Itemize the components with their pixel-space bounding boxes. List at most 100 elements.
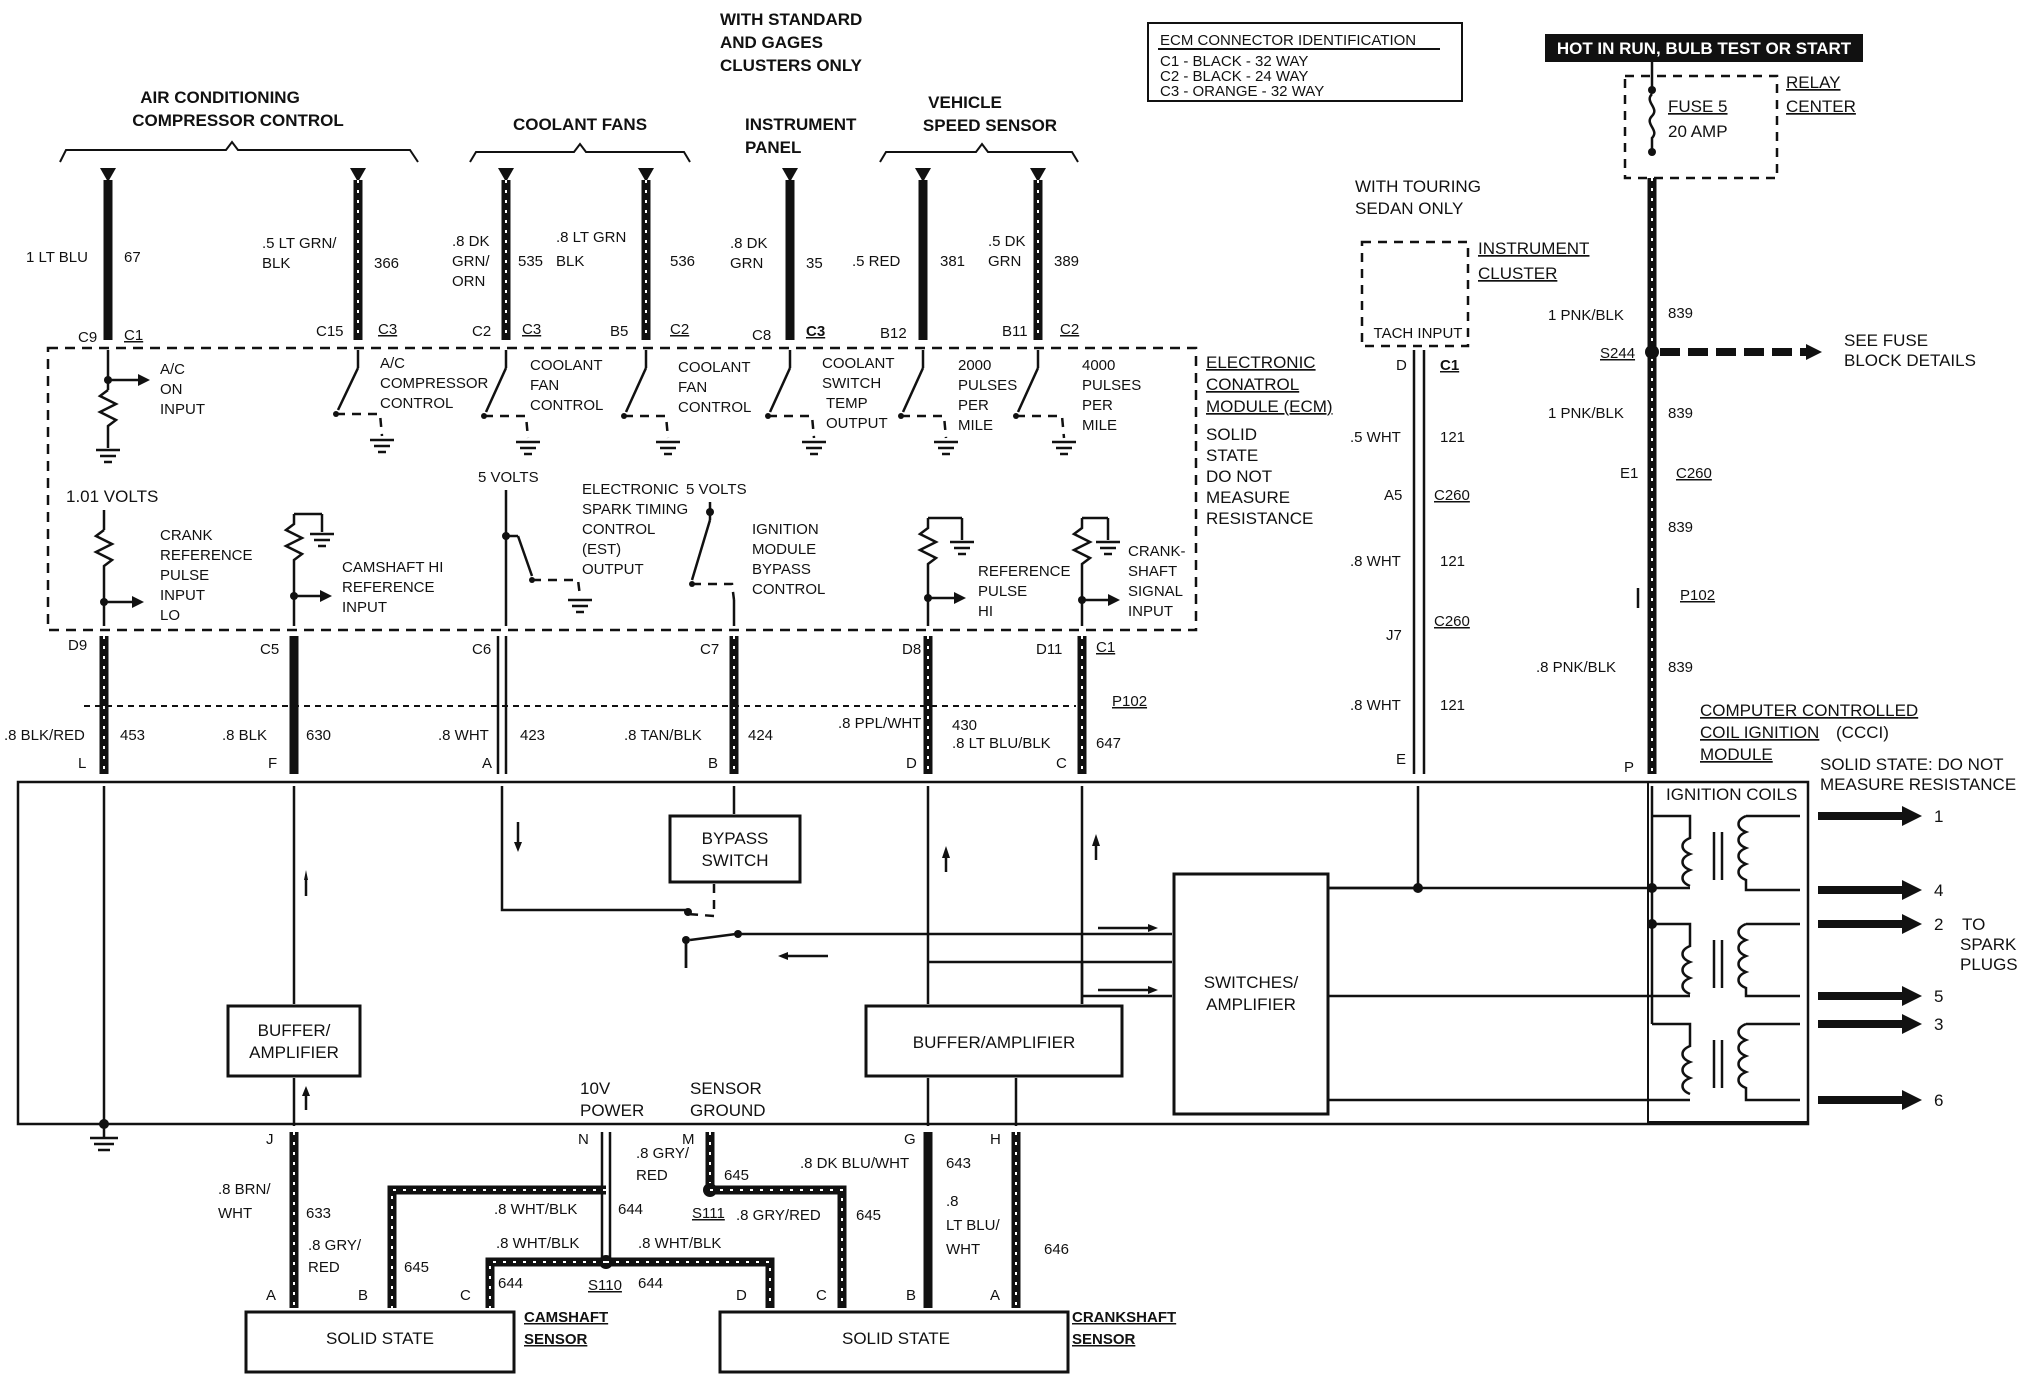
output-3: 3: [1934, 1015, 1943, 1034]
ecm-name-line2: CONATROL: [1206, 375, 1299, 394]
wire-536-conn: C2: [670, 321, 689, 338]
est-5: OUTPUT: [582, 561, 644, 578]
crankshaft-signal-input-circuit: CRANK- SHAFT SIGNAL INPUT: [1071, 516, 1186, 626]
wire-366-color1: .5 LT GRN/: [262, 235, 337, 252]
wire-67-pin: C9: [78, 329, 97, 346]
top-wire-35: .8 DK GRN 35 C8 C3: [730, 168, 825, 344]
p2000-2: PULSES: [958, 377, 1017, 394]
ccci-pin-b: B: [708, 755, 718, 772]
fuse-amps: 20 AMP: [1668, 122, 1728, 141]
wire-381-color: .5 RED: [852, 253, 901, 270]
coolant-fan-switch-2: COOLANT FAN CONTROL: [621, 350, 751, 456]
ac-compressor-switch: A/C COMPRESSOR CONTROL: [333, 350, 489, 454]
pin-d8: D8: [902, 641, 921, 658]
tach-wire-3-circuit: 121: [1440, 697, 1465, 714]
std-gages-line1: WITH STANDARD: [720, 10, 862, 29]
to-plugs-1: TO: [1962, 915, 1985, 934]
tach-wire-3-color: .8 WHT: [1350, 697, 1401, 714]
est-4: (EST): [582, 541, 621, 558]
standard-gages-note: WITH STANDARD AND GAGES CLUSTERS ONLY IN…: [720, 10, 863, 157]
crank-pin-a: A: [990, 1287, 1000, 1304]
w633-1: .8 BRN/: [218, 1181, 271, 1198]
p4000-2: PULSES: [1082, 377, 1141, 394]
wire-35-conn: C3: [806, 323, 825, 340]
coil-pair-1: [1328, 814, 1800, 892]
c645b: 645: [724, 1167, 749, 1184]
ccci-pin-p: P: [1624, 759, 1634, 776]
output-5: 5: [1934, 987, 1943, 1006]
power-wire-839: 1 PNK/BLK 839 S244 SEE FUSE BLOCK DETAIL…: [1536, 178, 1976, 776]
hot-in-run-text: HOT IN RUN, BULB TEST OR START: [1557, 39, 1852, 58]
ac-on-1: A/C: [160, 361, 185, 378]
wire-453-circuit: 453: [120, 727, 145, 744]
wire-430-color: .8 PPL/WHT: [838, 715, 921, 732]
w646-1: .8: [946, 1193, 959, 1210]
fuse-5-element: [1648, 93, 1656, 150]
wire-536-pin: B5: [610, 323, 628, 340]
cam-pin-c: C: [460, 1287, 471, 1304]
wire-366-circuit: 366: [374, 255, 399, 272]
ccci-pin-f: F: [268, 755, 277, 772]
pin-d9: D9: [68, 637, 87, 654]
ac-comp-3: CONTROL: [380, 395, 453, 412]
pin-c7: C7: [700, 641, 719, 658]
cf2-3: CONTROL: [678, 399, 751, 416]
ecm-note-4: MEASURE: [1206, 488, 1290, 507]
ccci-pin-e: E: [1396, 751, 1406, 768]
est-1: ELECTRONIC: [582, 481, 679, 498]
cst-3: TEMP: [826, 395, 868, 412]
crank-pin-d: D: [736, 1287, 747, 1304]
crank-pin-c: C: [816, 1287, 827, 1304]
ccci-pin-a: A: [482, 755, 492, 772]
c643: 643: [946, 1155, 971, 1172]
buffer-mid: BUFFER/AMPLIFIER: [913, 1033, 1075, 1052]
w646-3: WHT: [946, 1241, 980, 1258]
w645b-1: .8 GRY/: [636, 1145, 690, 1162]
buffer-amplifier-left: [226, 1004, 362, 1078]
pin-j: J: [266, 1131, 274, 1148]
cluster-pin-d: D: [1396, 357, 1407, 374]
sensor-gnd-1: SENSOR: [690, 1079, 762, 1098]
ecm-id-c3: C3 - ORANGE - 32 WAY: [1160, 83, 1324, 100]
wire-535-color2: GRN/: [452, 253, 490, 270]
pin-g: G: [904, 1131, 916, 1148]
ccci-pin-l: L: [78, 755, 86, 772]
tach-wire-2-circuit: 121: [1440, 553, 1465, 570]
ac-header: AIR CONDITIONING COMPRESSOR CONTROL: [59, 88, 419, 163]
ecm-connector-id-box: ECM CONNECTOR IDENTIFICATION C1 - BLACK …: [1147, 22, 1463, 102]
w633-2: WHT: [218, 1205, 252, 1222]
imbc-3: BYPASS: [752, 561, 811, 578]
p102-connector-line: P102: [84, 693, 1147, 710]
wire-535-circuit: 535: [518, 253, 543, 270]
crankshaft-sensor: [718, 1310, 1070, 1374]
crank-sig-2: SHAFT: [1128, 563, 1177, 580]
wire-647-color: .8 LT BLU/BLK: [952, 735, 1051, 752]
ecm-id-c1: C1 - BLACK - 32 WAY: [1160, 53, 1308, 70]
crank-lo-5: LO: [160, 607, 180, 624]
wire-430-circuit: 430: [952, 717, 977, 734]
relay-center: FUSE 5 20 AMP RELAY CENTER: [1623, 62, 1856, 180]
wire-389-color1: .5 DK: [988, 233, 1026, 250]
wire-423-circuit: 423: [520, 727, 545, 744]
wire-535-conn: C3: [522, 321, 541, 338]
wire-535-color3: ORN: [452, 273, 485, 290]
pin-c5: C5: [260, 641, 279, 658]
crank-pin-b: B: [906, 1287, 916, 1304]
crank-sig-1: CRANK-: [1128, 543, 1186, 560]
bypass-switch: [668, 814, 802, 884]
c645c: 645: [856, 1207, 881, 1224]
pwr-wire-2: 1 PNK/BLK: [1548, 405, 1624, 422]
wire-536-color1: .8 LT GRN: [556, 229, 626, 246]
top-wire-535: .8 DK GRN/ ORN 535 C2 C3: [452, 168, 543, 340]
wire-35-color2: GRN: [730, 255, 763, 272]
cam-hi-3: INPUT: [342, 599, 387, 616]
touring-note: WITH TOURING SEDAN ONLY: [1355, 177, 1481, 218]
ip-header-line1: INSTRUMENT: [745, 115, 857, 134]
imbc-4: CONTROL: [752, 581, 825, 598]
crank-ref-lo-circuit: 1.01 VOLTS CRANK REFERENCE PULSE INPUT L…: [66, 487, 253, 626]
c644b: 644: [498, 1275, 523, 1292]
est-2: SPARK TIMING: [582, 501, 688, 518]
wire-366-color2: BLK: [262, 255, 290, 272]
ecm-note-5: RESISTANCE: [1206, 509, 1313, 528]
relay-center-line2: CENTER: [1786, 97, 1856, 116]
